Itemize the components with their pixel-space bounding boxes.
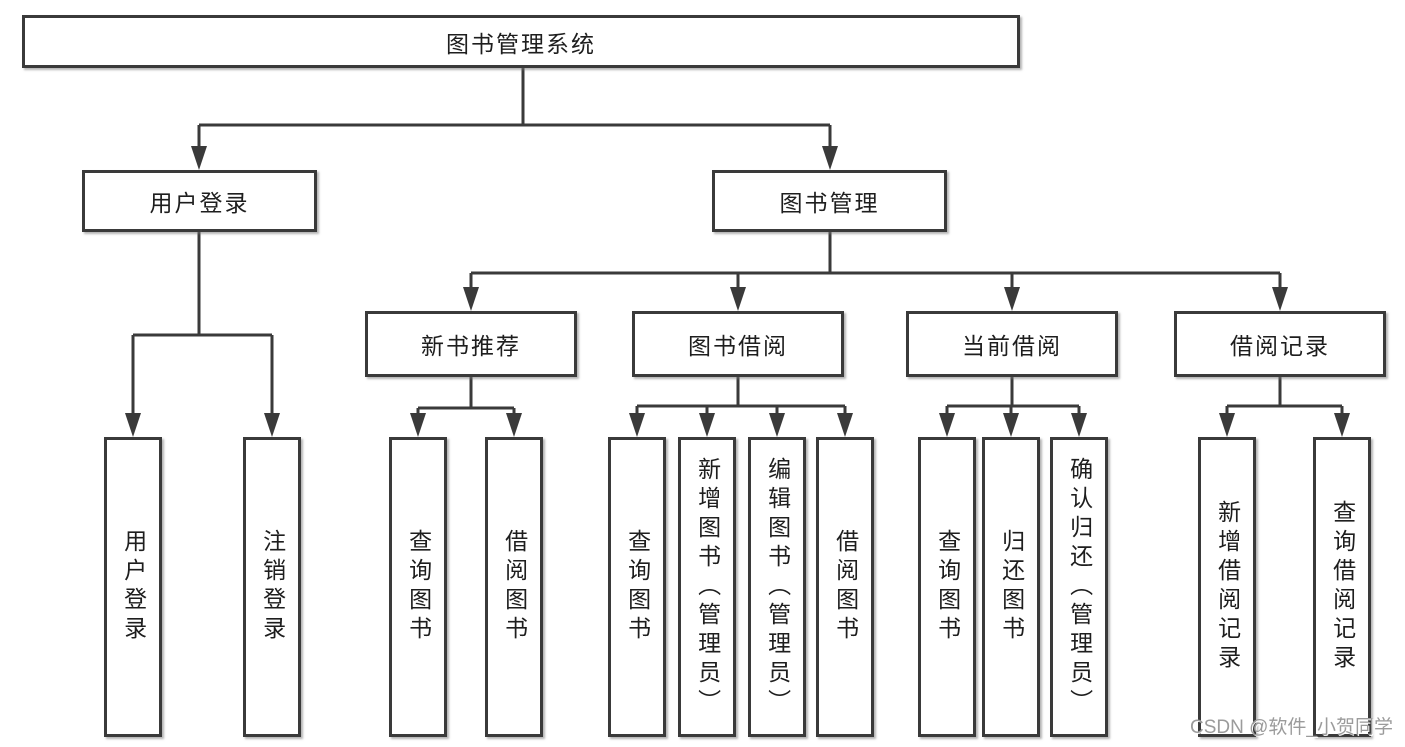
leaf-confirm-return-admin: 确认归还（管理员）	[1050, 437, 1108, 737]
leaf-query-books-borrow: 查询图书	[608, 437, 666, 737]
node-book-management: 图书管理	[712, 170, 947, 232]
node-book-borrowing: 图书借阅	[632, 311, 844, 377]
node-current-borrowing: 当前借阅	[906, 311, 1118, 377]
leaf-label: 查询图书	[934, 529, 961, 645]
leaf-label: 查询图书	[405, 529, 432, 645]
node-borrowing-records: 借阅记录	[1174, 311, 1386, 377]
node-label: 图书借阅	[688, 333, 788, 359]
leaf-return-books: 归还图书	[982, 437, 1040, 737]
leaf-label: 查询图书	[624, 529, 651, 645]
leaf-label: 注销登录	[259, 529, 286, 645]
leaf-query-books-recommend: 查询图书	[389, 437, 447, 737]
leaf-edit-book-admin: 编辑图书（管理员）	[748, 437, 806, 737]
leaf-label: 确认归还（管理员）	[1066, 456, 1093, 718]
leaf-borrow-books-recommend: 借阅图书	[485, 437, 543, 737]
node-new-book-recommendation: 新书推荐	[365, 311, 577, 377]
leaf-label: 查询借阅记录	[1329, 500, 1356, 674]
node-label: 图书管理系统	[446, 30, 596, 57]
node-label: 用户登录	[149, 190, 250, 216]
leaf-label: 借阅图书	[501, 529, 528, 645]
leaf-logout: 注销登录	[243, 437, 301, 737]
csdn-watermark: CSDN @软件_小贺同学	[1190, 717, 1393, 738]
node-label: 借阅记录	[1230, 333, 1330, 359]
leaf-label: 借阅图书	[832, 529, 859, 645]
leaf-add-book-admin: 新增图书（管理员）	[678, 437, 736, 737]
node-label: 图书管理	[779, 190, 880, 216]
node-library-management-system: 图书管理系统	[22, 15, 1020, 68]
node-user-login: 用户登录	[82, 170, 317, 232]
leaf-query-borrow-record: 查询借阅记录	[1313, 437, 1371, 737]
leaf-label: 编辑图书（管理员）	[764, 456, 791, 718]
leaf-label: 新增借阅记录	[1214, 500, 1241, 674]
leaf-user-login: 用户登录	[104, 437, 162, 737]
leaf-label: 归还图书	[998, 529, 1025, 645]
node-label: 新书推荐	[421, 333, 521, 359]
leaf-add-borrow-record: 新增借阅记录	[1198, 437, 1256, 737]
leaf-query-books-current: 查询图书	[918, 437, 976, 737]
leaf-label: 用户登录	[120, 529, 147, 645]
node-label: 当前借阅	[962, 333, 1062, 359]
leaf-label: 新增图书（管理员）	[694, 456, 721, 718]
leaf-borrow-books: 借阅图书	[816, 437, 874, 737]
